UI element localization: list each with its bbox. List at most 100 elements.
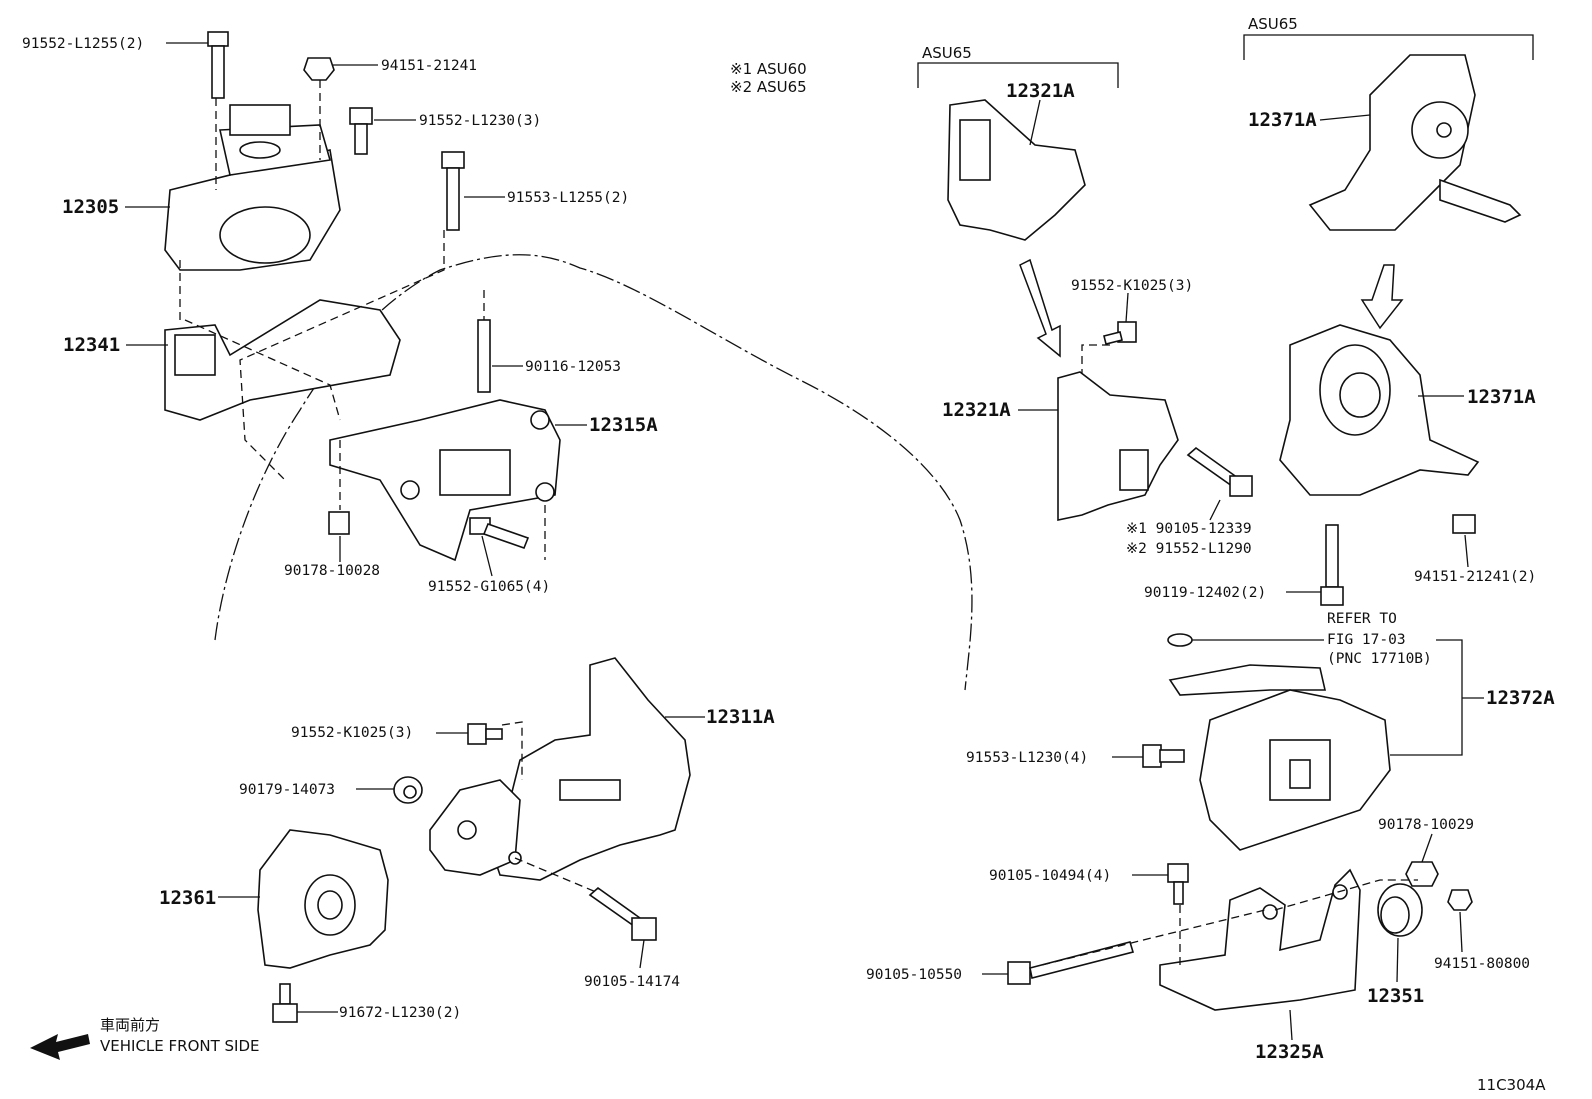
- install-direction-arrow: [1019, 258, 1061, 358]
- install-direction-arrow: [1360, 264, 1404, 330]
- engine-mount-12305: [164, 104, 341, 271]
- bracket-12315A: [329, 399, 561, 562]
- label-90178-10028: 90178-10028: [284, 563, 380, 579]
- engine-outline: [214, 254, 973, 691]
- bolt-91553-L1255: [441, 151, 465, 231]
- label-91552-K1025-low: 91552-K1025(3): [291, 725, 413, 741]
- nut-90178-10029: [1405, 861, 1439, 887]
- label-12372A: 12372A: [1486, 687, 1555, 709]
- label-91552-L1230: 91552-L1230(3): [419, 113, 541, 129]
- leader: [1390, 639, 1484, 756]
- bolt-90105-10550: [1007, 941, 1135, 985]
- bolt-90105-12339: [1186, 446, 1253, 497]
- label-91552-L1255: 91552-L1255(2): [22, 36, 144, 52]
- label-90178-10029: 90178-10029: [1378, 817, 1474, 833]
- bolt-91672-L1230: [272, 983, 298, 1023]
- label-12371A-top: 12371A: [1248, 109, 1317, 131]
- bracket-12321A-top: [947, 99, 1086, 241]
- install-line: [514, 857, 597, 893]
- label-91553-L1255: 91553-L1255(2): [507, 190, 629, 206]
- bracket-12321A-mid: [1057, 371, 1179, 521]
- bolt-90119-12402: [1320, 524, 1344, 606]
- nut-94151-21241-right: [1452, 514, 1476, 534]
- label-90105-10550: 90105-10550: [866, 967, 962, 983]
- bracket-12311A: [429, 657, 691, 881]
- legend-note-1: ※1 ASU60: [730, 60, 807, 78]
- bolt-91552-L1230: [349, 107, 373, 155]
- leader: [1464, 534, 1469, 568]
- leader: [1289, 1009, 1293, 1041]
- bolt-91553-L1230: [1142, 744, 1185, 768]
- label-refer-line-1: REFER TO: [1327, 611, 1397, 627]
- bracket-12372A: [1168, 664, 1391, 851]
- label-91552-G1065: 91552-G1065(4): [428, 579, 550, 595]
- label-12321A-top: 12321A: [1006, 80, 1075, 102]
- asu65-bracket-right: [1243, 34, 1534, 60]
- leader: [1459, 911, 1463, 953]
- label-90105-12339: ※1 90105-12339: [1126, 521, 1252, 537]
- grommet-90179-14073: [393, 776, 423, 804]
- label-12351: 12351: [1367, 985, 1424, 1007]
- insulator-12371A-top: [1308, 54, 1522, 231]
- label-12325A: 12325A: [1255, 1041, 1324, 1063]
- asu65-label-mid: ASU65: [922, 44, 972, 62]
- label-90116-12053: 90116-12053: [525, 359, 621, 375]
- label-90105-10494: 90105-10494(4): [989, 868, 1111, 884]
- leader: [639, 939, 645, 969]
- leader: [1396, 937, 1399, 983]
- install-line: [184, 319, 341, 421]
- leader: [481, 535, 493, 577]
- install-line: [239, 230, 445, 481]
- bolt-91552-K1025-low: [467, 723, 503, 745]
- leader: [1125, 292, 1129, 323]
- leader: [1319, 114, 1371, 121]
- clip-pnc-17710B: [1167, 633, 1193, 647]
- leader: [1209, 499, 1221, 521]
- label-12321A-mid: 12321A: [942, 399, 1011, 421]
- bolt-91552-G1065: [469, 517, 530, 550]
- label-12341: 12341: [63, 334, 120, 356]
- label-12315A: 12315A: [589, 414, 658, 436]
- label-12371A-mid: 12371A: [1467, 386, 1536, 408]
- stud-90116-12053: [477, 319, 491, 393]
- label-12305: 12305: [62, 196, 119, 218]
- direction-label-en: VEHICLE FRONT SIDE: [100, 1037, 260, 1055]
- label-94151-21241-right: 94151-21241(2): [1414, 569, 1536, 585]
- vehicle-front-arrow-icon: [30, 1034, 90, 1060]
- asu65-label-right: ASU65: [1248, 15, 1298, 33]
- label-90119-12402: 90119-12402(2): [1144, 585, 1266, 601]
- label-refer-line-3: (PNC 17710B): [1327, 651, 1432, 667]
- bolt-91552-L1255: [207, 31, 229, 99]
- label-91672-L1230: 91672-L1230(2): [339, 1005, 461, 1021]
- figure-id: 11C304A: [1477, 1076, 1546, 1094]
- label-12361: 12361: [159, 887, 216, 909]
- label-12311A: 12311A: [706, 706, 775, 728]
- bracket-12325A: [1159, 868, 1361, 1011]
- bolt-91552-K1025-mid: [1103, 321, 1137, 345]
- leader: [1421, 833, 1433, 863]
- label-91552-L1290: ※2 91552-L1290: [1126, 541, 1252, 557]
- bolt-90105-10494: [1167, 863, 1189, 905]
- insulator-12361: [257, 829, 389, 969]
- label-94151-80800: 94151-80800: [1434, 956, 1530, 972]
- leader: [1029, 99, 1041, 146]
- nut-90178-10028: [328, 511, 350, 535]
- label-91552-K1025-mid: 91552-K1025(3): [1071, 278, 1193, 294]
- bracket-12341: [164, 299, 401, 421]
- direction-label-jp: 車両前方: [100, 1016, 160, 1034]
- bolt-90105-14174: [588, 886, 657, 941]
- nut-94151-21241-top: [303, 57, 335, 81]
- install-line: [1274, 879, 1418, 911]
- label-91553-L1230: 91553-L1230(4): [966, 750, 1088, 766]
- bushing-12351: [1377, 883, 1423, 937]
- label-94151-21241-top: 94151-21241: [381, 58, 477, 74]
- install-line: [501, 721, 523, 780]
- insulator-12371A-mid: [1279, 324, 1480, 496]
- label-90105-14174: 90105-14174: [584, 974, 680, 990]
- legend-note-2: ※2 ASU65: [730, 78, 807, 96]
- nut-94151-80800: [1447, 889, 1473, 911]
- label-90179-14073: 90179-14073: [239, 782, 335, 798]
- asu65-bracket-mid: [917, 62, 1119, 88]
